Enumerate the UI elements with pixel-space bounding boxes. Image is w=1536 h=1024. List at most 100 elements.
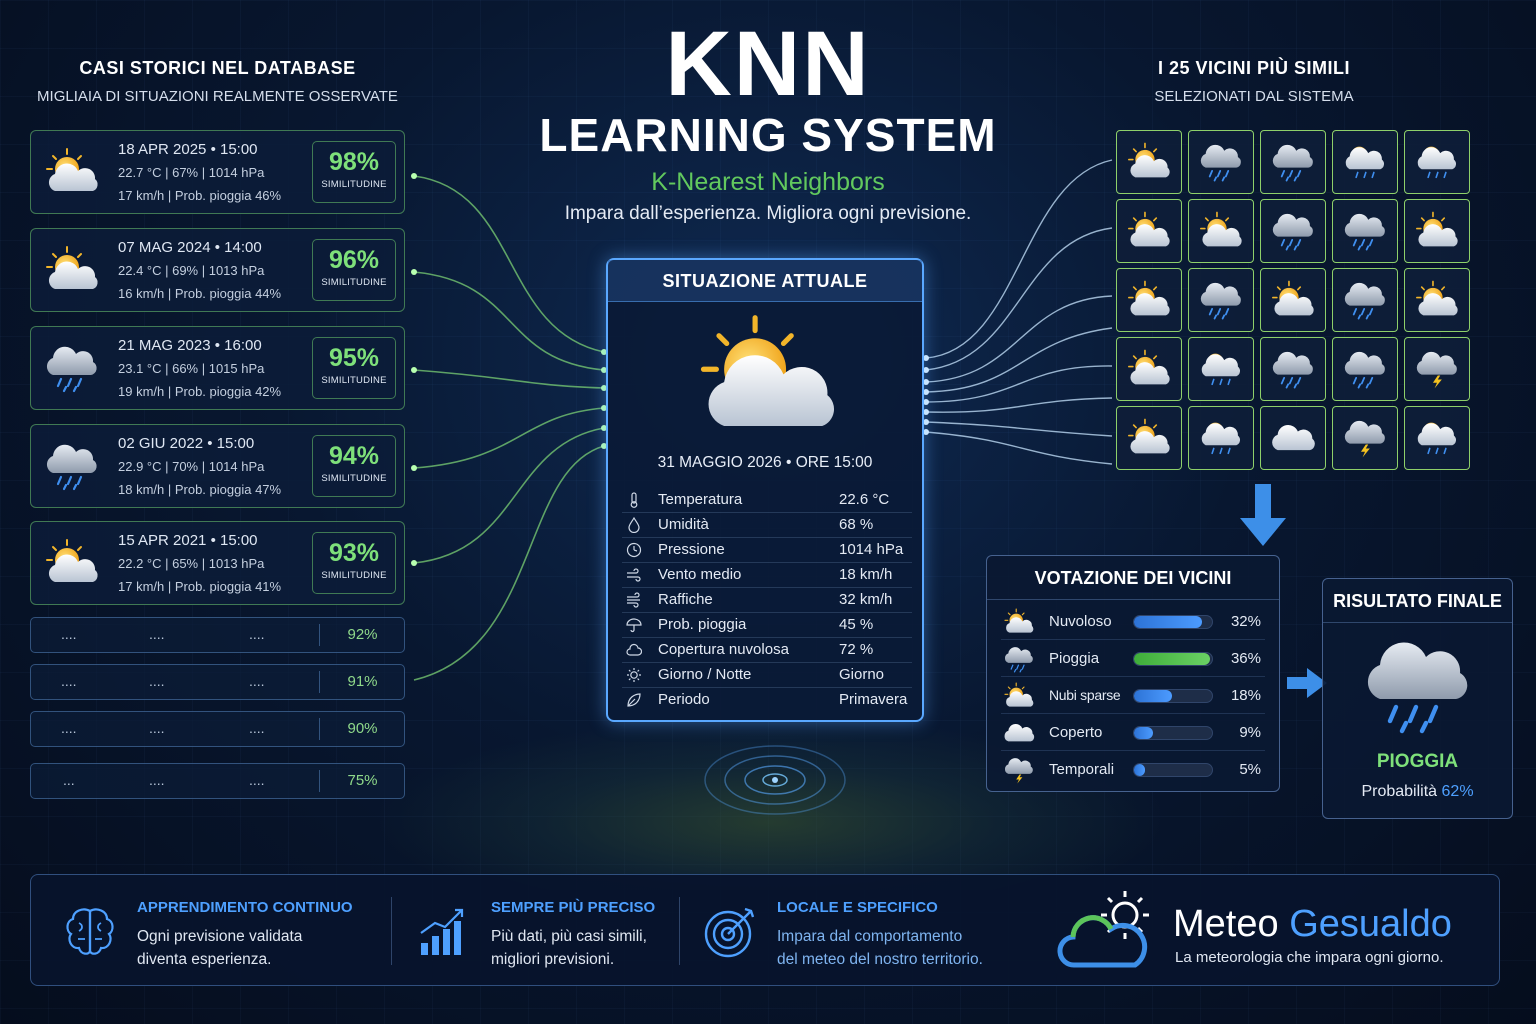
param-label: Giorno / Notte [658, 666, 752, 683]
vote-bar-fill [1134, 653, 1211, 665]
rain-cloud-icon [1196, 139, 1246, 185]
brand-name-part2: Gesualdo [1289, 903, 1452, 945]
partly-cloudy-sun-icon [1412, 277, 1462, 323]
param-label: Raffiche [658, 591, 713, 608]
current-situation-title: SITUAZIONE ATTUALE [608, 260, 922, 302]
param-value: 1014 hPa [839, 541, 904, 558]
feature-description: Più dati, più casi simili, migliori prev… [491, 925, 647, 971]
rain-cloud-icon [41, 343, 103, 393]
neighbor-cell[interactable] [1332, 337, 1398, 401]
neighbor-cell[interactable] [1260, 337, 1326, 401]
vote-percent: 32% [1230, 613, 1261, 630]
case-measures: 22.2 °C | 65% | 1013 hPa [118, 556, 265, 571]
partly-cloudy-sun-icon [1268, 277, 1318, 323]
neighbor-cell[interactable] [1260, 130, 1326, 194]
feature-line: del meteo del nostro territorio. [777, 951, 983, 968]
neighbor-cell[interactable] [1332, 268, 1398, 332]
neighbor-cell[interactable] [1404, 337, 1470, 401]
case-card[interactable]: 18 APR 2025 • 15:00 22.7 °C | 67% | 1014… [30, 130, 405, 214]
neighbor-cell[interactable] [1188, 130, 1254, 194]
more-row-col: .... [249, 720, 265, 736]
rain-cloud-icon [1268, 346, 1318, 392]
left-panel-header: CASI STORICI NEL DATABASE MIGLIAIA DI SI… [30, 58, 405, 105]
partly-cloudy-sun-icon [1196, 208, 1246, 254]
feature-line: Impara dal comportamento [777, 928, 963, 945]
current-params-list: Temperatura 22.6 °C Umidità 68 % Pressio… [622, 488, 912, 713]
neighbor-cell[interactable] [1116, 337, 1182, 401]
similarity-value: 96% [328, 246, 380, 274]
more-case-row[interactable]: .... .... .... 92% [30, 617, 405, 653]
more-case-row[interactable]: ... .... .... 75% [30, 763, 405, 799]
feature-title: APPRENDIMENTO CONTINUO [137, 899, 353, 916]
neighbor-cell[interactable] [1404, 268, 1470, 332]
param-value: 18 km/h [839, 566, 893, 583]
cloud-icon [1268, 415, 1318, 461]
similarity-badge: 98% SIMILITUDINE [312, 141, 396, 203]
neighbor-cell[interactable] [1116, 406, 1182, 470]
more-row-col: .... [149, 772, 165, 788]
partly-cloudy-sun-icon [1124, 277, 1174, 323]
brand-name: Meteo Gesualdo [1173, 903, 1452, 946]
vote-percent: 5% [1239, 761, 1261, 778]
left-panel-subtitle: MIGLIAIA DI SITUAZIONI REALMENTE OSSERVA… [37, 88, 398, 105]
thermometer-icon [630, 492, 638, 508]
vote-bar [1133, 615, 1213, 629]
neighbor-cell[interactable] [1404, 406, 1470, 470]
thunder-cloud-icon [1340, 415, 1390, 461]
neighbor-cell[interactable] [1188, 268, 1254, 332]
neighbor-cell[interactable] [1404, 130, 1470, 194]
case-date: 02 GIU 2022 • 15:00 [118, 435, 255, 452]
cloud-icon [1001, 719, 1037, 747]
neighbor-cell[interactable] [1188, 199, 1254, 263]
more-row-col: .... [61, 673, 77, 689]
param-label: Temperatura [658, 491, 743, 508]
neighbor-cell[interactable] [1404, 199, 1470, 263]
partly-cloudy-sun-icon [41, 245, 103, 295]
neighbor-cell[interactable] [1188, 406, 1254, 470]
neighbor-cell[interactable] [1332, 406, 1398, 470]
more-case-row[interactable]: .... .... .... 91% [30, 664, 405, 700]
more-case-row[interactable]: .... .... .... 90% [30, 711, 405, 747]
similarity-badge: 93% SIMILITUDINE [312, 532, 396, 594]
divider [679, 897, 680, 965]
partly-cloudy-sun-icon [688, 312, 848, 442]
neighbor-cell[interactable] [1188, 337, 1254, 401]
neighbor-cell[interactable] [1116, 199, 1182, 263]
growth-chart-icon [420, 908, 464, 955]
meteo-gesualdo-logo [1057, 891, 1149, 968]
vote-label: Nuvoloso [1049, 613, 1112, 630]
final-result-value: PIOGGIA [1376, 751, 1459, 772]
neighbor-cell[interactable] [1260, 406, 1326, 470]
neighbor-cell[interactable] [1260, 199, 1326, 263]
vote-bar [1133, 689, 1213, 703]
neighbor-cell[interactable] [1260, 268, 1326, 332]
vote-bar-fill [1134, 764, 1145, 776]
main-title: KNN [665, 13, 871, 115]
umbrella-icon [626, 618, 642, 633]
rain-cloud-icon [1196, 277, 1246, 323]
case-card[interactable]: 02 GIU 2022 • 15:00 22.9 °C | 70% | 1014… [30, 424, 405, 508]
more-row-col: .... [61, 626, 77, 642]
case-card[interactable]: 21 MAG 2023 • 16:00 23.1 °C | 66% | 1015… [30, 326, 405, 410]
param-label: Vento medio [658, 566, 742, 583]
rain-cloud-icon [1340, 208, 1390, 254]
neighbors-subtitle: SELEZIONATI DAL SISTEMA [1154, 88, 1354, 105]
param-label: Prob. pioggia [658, 616, 747, 633]
neighbor-cell[interactable] [1116, 130, 1182, 194]
feature-line: diventa esperienza. [137, 951, 272, 968]
rain-cloud-icon [1353, 635, 1483, 735]
partly-cloudy-sun-icon [41, 147, 103, 197]
footer-bar: APPRENDIMENTO CONTINUO Ogni previsione v… [30, 874, 1500, 986]
rain-cloud-icon [1001, 645, 1037, 673]
vote-label: Temporali [1049, 761, 1115, 778]
vote-percent: 18% [1230, 687, 1261, 704]
neighbor-cell[interactable] [1332, 199, 1398, 263]
neighbor-cell[interactable] [1332, 130, 1398, 194]
param-row: Vento medio 18 km/h [622, 563, 912, 588]
neighbor-cell[interactable] [1116, 268, 1182, 332]
brand-tagline: La meteorologia che impara ogni giorno. [1175, 949, 1444, 966]
similarity-value: 95% [328, 344, 380, 372]
case-card[interactable]: 07 MAG 2024 • 14:00 22.4 °C | 69% | 1013… [30, 228, 405, 312]
case-card[interactable]: 15 APR 2021 • 15:00 22.2 °C | 65% | 1013… [30, 521, 405, 605]
tagline: Impara dall’esperienza. Migliora ogni pr… [564, 203, 972, 224]
